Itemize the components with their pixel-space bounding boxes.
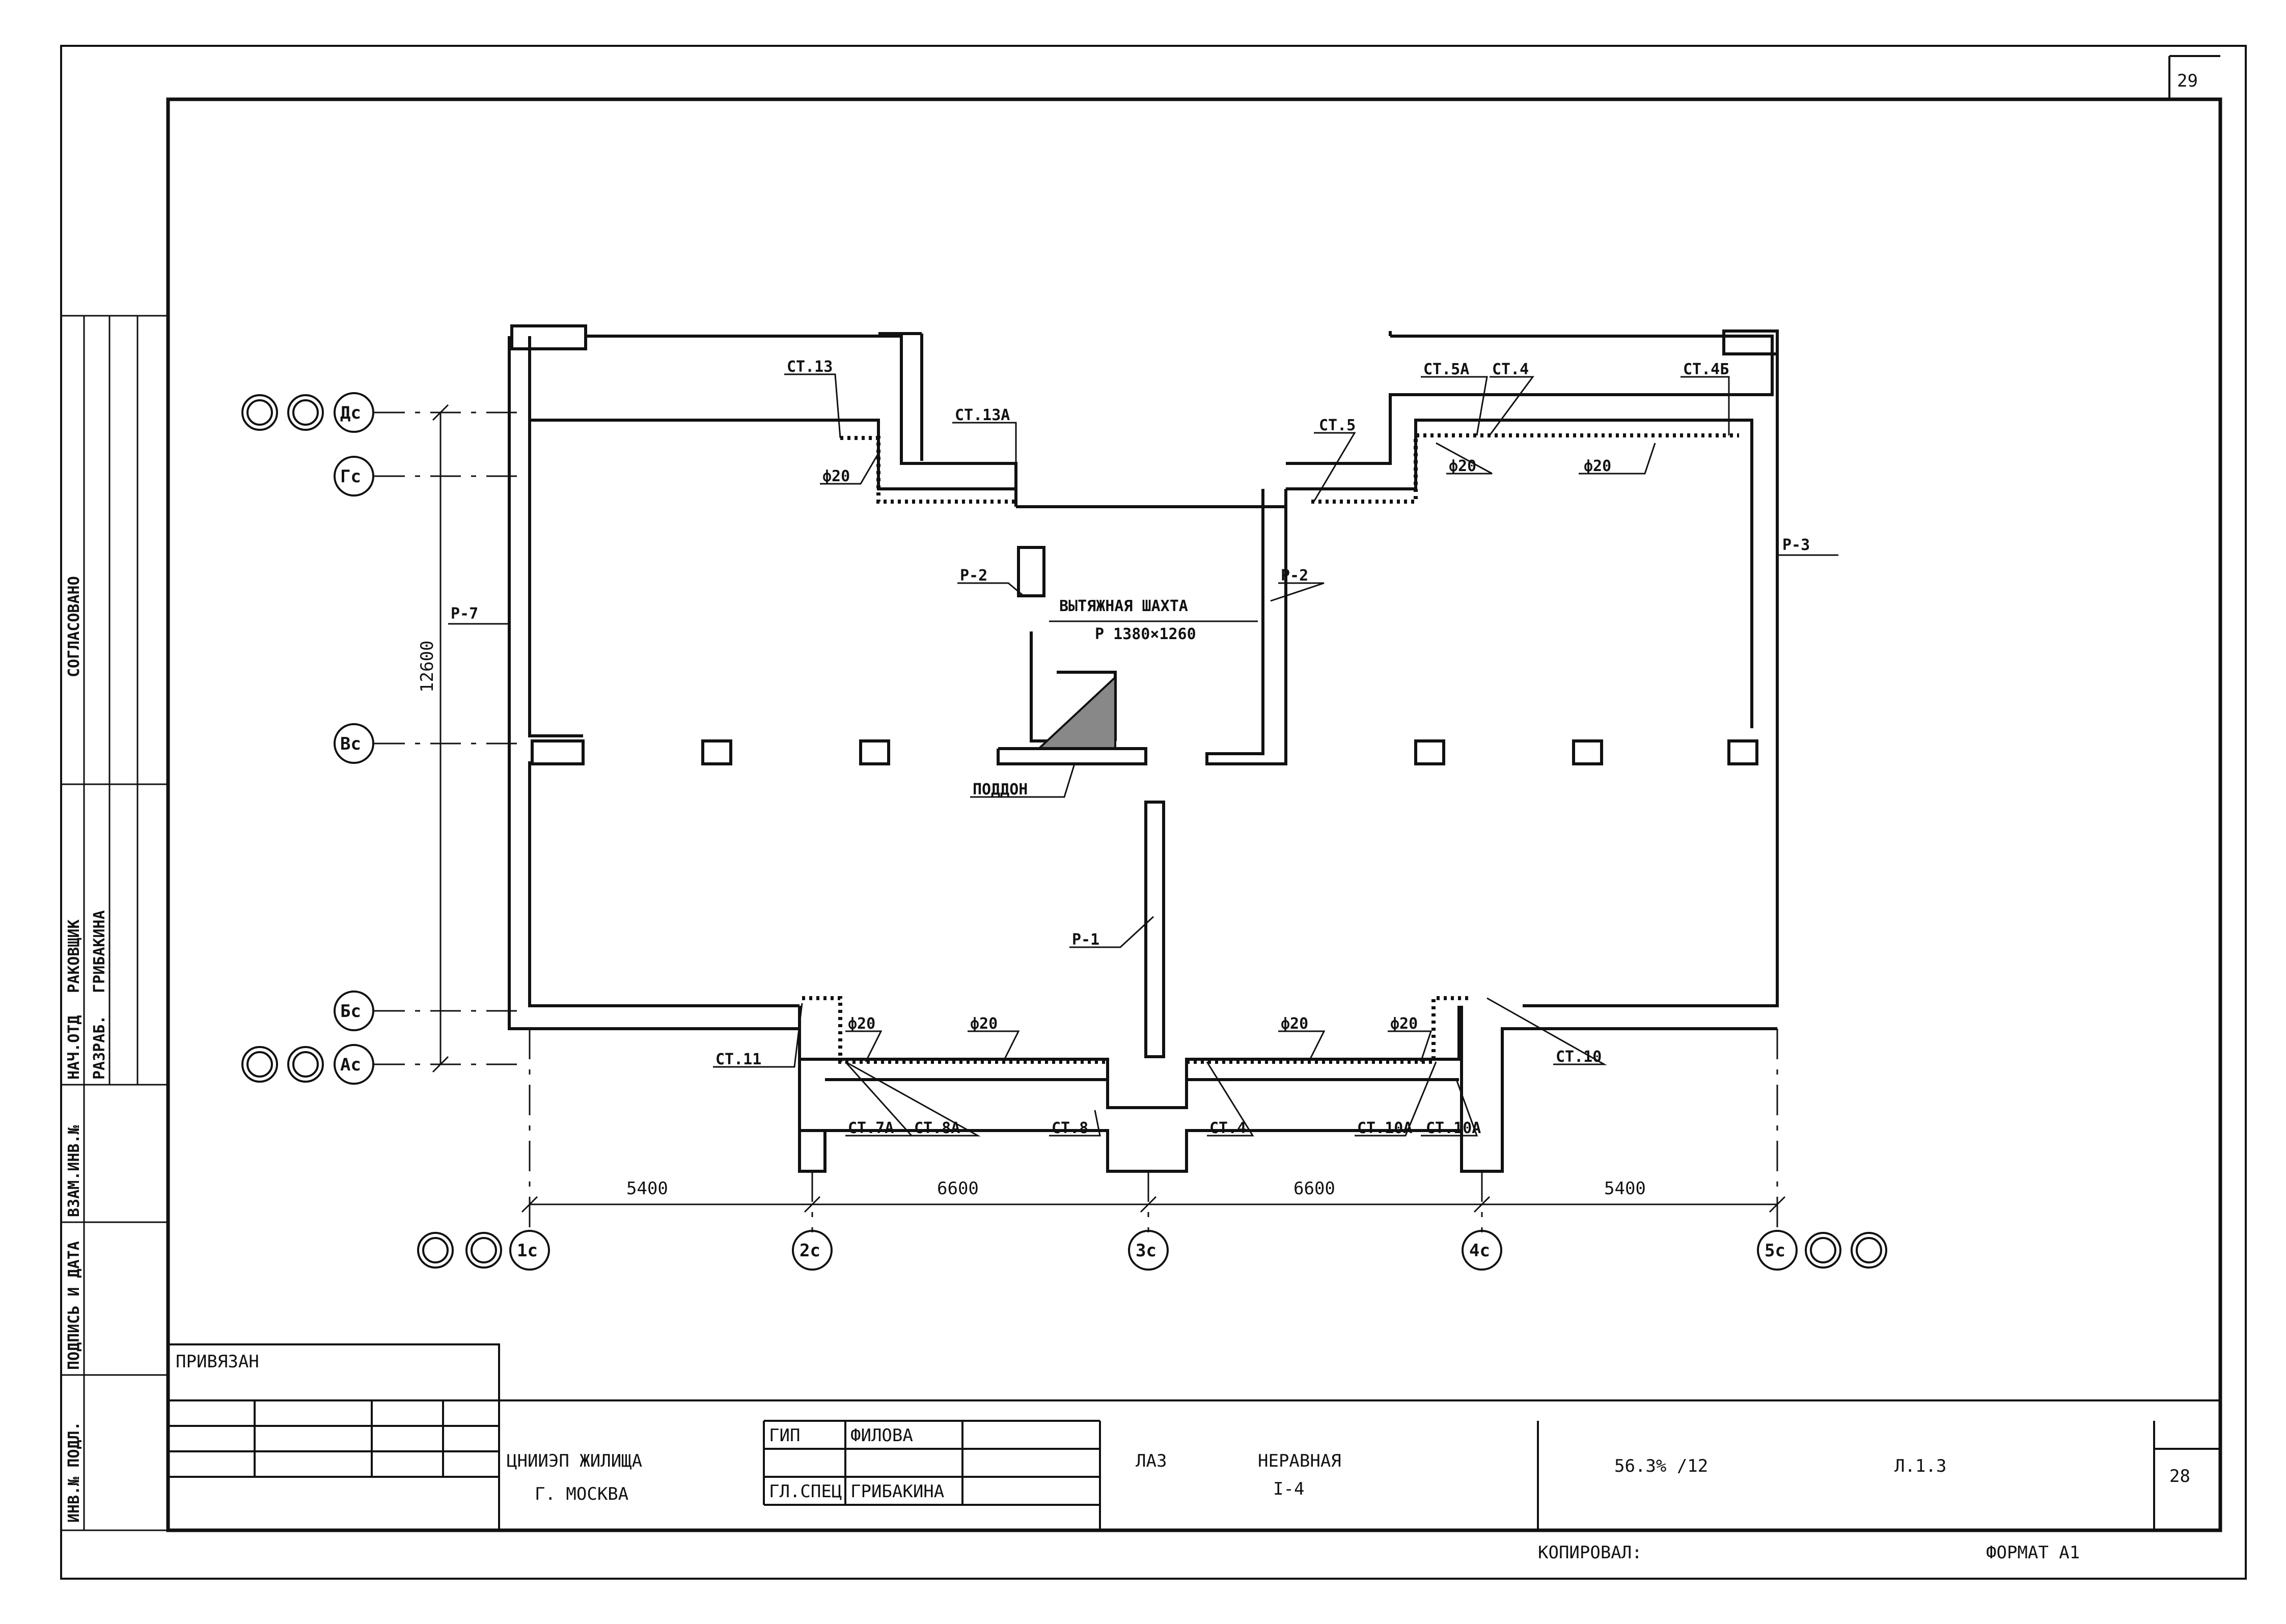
side-field-3: ИНВ.№ ПОДЛ. <box>65 1421 83 1523</box>
dim-span-1: 5400 <box>626 1178 668 1199</box>
label-st13: СТ.13 <box>787 358 833 376</box>
stamp-person-2: ФИЛОВА <box>850 1425 913 1446</box>
side-row-4: ГРИБАКИНА <box>91 910 108 993</box>
stamp-sheet-title: ЛАЗ <box>1136 1451 1167 1471</box>
pipe-label-5: ф20 <box>970 1015 998 1033</box>
shaft-size: Р 1380×1260 <box>1095 625 1196 643</box>
label-st8: СТ.8 <box>1052 1119 1088 1137</box>
axis-col-5: 5с <box>1765 1241 1785 1261</box>
label-st4-bottom: СТ.4 <box>1209 1119 1246 1137</box>
dimension-lines <box>432 404 1786 1213</box>
outer-frame <box>60 45 2247 1580</box>
partition-p1: Р-1 <box>1072 931 1099 949</box>
dim-span-3: 6600 <box>1293 1178 1335 1199</box>
side-row-1: НАЧ.ОТД <box>65 1015 83 1080</box>
pipe-label-2: ф20 <box>1449 457 1476 475</box>
partition-p3: Р-3 <box>1782 536 1810 554</box>
axis-col-1: 1с <box>517 1241 538 1261</box>
label-st10: СТ.10 <box>1556 1048 1602 1066</box>
side-row-2: РАКОВЩИК <box>65 920 83 994</box>
axis-col-2: 2с <box>800 1241 820 1261</box>
pipe-label-1: ф20 <box>822 467 850 485</box>
pipe-label-3: ф20 <box>1584 457 1611 475</box>
stamp-project-title: НЕРАВНАЯ <box>1258 1451 1341 1471</box>
label-st8a: СТ.8А <box>914 1119 960 1137</box>
leader-lines <box>448 373 1838 1137</box>
label-st10a-1: СТ.10А <box>1357 1119 1412 1137</box>
axis-row-g: Гс <box>340 466 361 487</box>
label-st5a: СТ.5А <box>1423 361 1469 378</box>
pipe-label-4: ф20 <box>848 1015 875 1033</box>
label-st4b: СТ.4Б <box>1683 361 1729 378</box>
axis-row-a: Ас <box>340 1055 361 1075</box>
stamp-city: Г. МОСКВА <box>535 1484 628 1504</box>
shaft-title: ВЫТЯЖНАЯ ШАХТА <box>1059 597 1188 615</box>
stamp-person-4: ГРИБАКИНА <box>850 1481 944 1502</box>
stamp-person-1: ГИП <box>769 1425 800 1446</box>
side-field-1: ВЗАМ.ИНВ.№ <box>65 1124 83 1217</box>
stamp-institute: ЦНИИЭП ЖИЛИЩА <box>507 1451 642 1471</box>
label-st10a-2: СТ.10А <box>1426 1119 1481 1137</box>
stamp-format: ФОРМАТ А1 <box>1986 1543 2080 1563</box>
axis-row-v: Вс <box>340 734 361 754</box>
title-block <box>167 1343 2220 1530</box>
dim-total-height: 12600 <box>417 641 437 693</box>
pipe-runs <box>802 433 1739 1064</box>
column-axes <box>417 1230 1887 1271</box>
stamp-copied: КОПИРОВАЛ: <box>1538 1543 1642 1563</box>
partition-p2-right: Р-2 <box>1281 567 1308 585</box>
label-st11: СТ.11 <box>715 1051 761 1068</box>
stamp-attached: ПРИВЯЗАН <box>176 1352 259 1372</box>
axis-row-d: Дс <box>340 403 361 423</box>
shaft-pallet: ПОДДОН <box>973 781 1028 799</box>
pipe-label-6: ф20 <box>1281 1015 1308 1033</box>
stamp-code: 56.3% /12 <box>1614 1456 1708 1476</box>
sheet-number: 29 <box>2177 71 2198 91</box>
label-st13a: СТ.13А <box>955 406 1010 424</box>
stamp-section: I-4 <box>1273 1479 1304 1499</box>
dim-span-4: 5400 <box>1604 1178 1646 1199</box>
axis-col-3: 3с <box>1136 1241 1156 1261</box>
partition-p2-left: Р-2 <box>960 567 987 585</box>
approval-block: СОГЛАСОВАНО НАЧ.ОТД РАКОВЩИК РАЗРАБ. ГРИ… <box>60 315 169 1531</box>
axis-row-b: Бс <box>340 1001 361 1022</box>
inner-frame <box>166 97 2222 1532</box>
stamp-sheet-no: 28 <box>2169 1466 2190 1487</box>
dim-span-2: 6600 <box>937 1178 979 1199</box>
stamp-person-3: ГЛ.СПЕЦ <box>769 1481 842 1502</box>
stamp-sheet-ref: Л.1.3 <box>1894 1456 1946 1476</box>
floor-plan <box>508 324 1779 1173</box>
axis-col-4: 4с <box>1469 1241 1490 1261</box>
partition-p7: Р-7 <box>451 605 478 623</box>
side-field-2: ПОДПИСЬ И ДАТА <box>65 1241 83 1370</box>
approval-label: СОГЛАСОВАНО <box>65 576 83 677</box>
label-st5: СТ.5 <box>1319 417 1356 434</box>
row-axes <box>241 392 374 1085</box>
side-row-3: РАЗРАБ. <box>91 1015 108 1080</box>
grid-lines <box>374 411 1778 1232</box>
label-st7a: СТ.7А <box>848 1119 894 1137</box>
label-st4: СТ.4 <box>1492 361 1529 378</box>
pipe-label-7: ф20 <box>1390 1015 1418 1033</box>
